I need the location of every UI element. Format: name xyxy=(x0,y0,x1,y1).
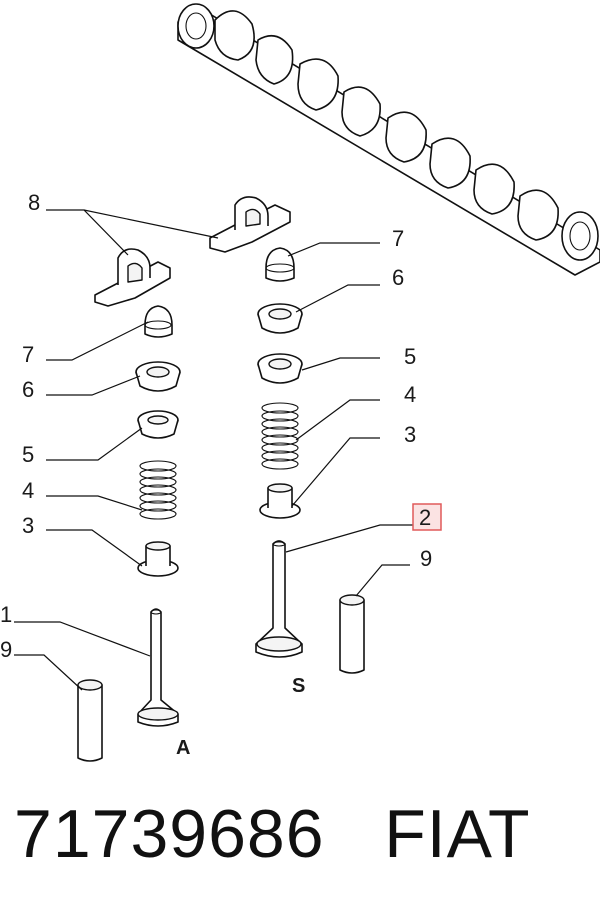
leader-lines xyxy=(14,209,418,691)
valve-seal-right xyxy=(259,483,301,519)
callout-5: 5 xyxy=(22,442,34,467)
valve-collet-right xyxy=(257,353,303,384)
callout-7: 7 xyxy=(22,342,34,367)
valve-guide-right xyxy=(339,594,365,674)
valve-guide-left xyxy=(77,679,103,762)
callout-5: 5 xyxy=(404,344,416,369)
callout-6: 6 xyxy=(392,265,404,290)
valve-left xyxy=(137,608,179,727)
callout-7: 7 xyxy=(392,226,404,251)
valve-spring-right xyxy=(261,402,299,470)
callout-4: 4 xyxy=(404,382,416,407)
rocker-right xyxy=(209,196,291,253)
tappet-cap-left xyxy=(144,305,173,338)
callout-9: 9 xyxy=(0,637,12,662)
valve-collet-left xyxy=(137,410,179,439)
upper-spring-cap-left xyxy=(135,361,181,392)
valve-right xyxy=(255,540,303,658)
highlight-box xyxy=(412,503,442,531)
callout-9: 9 xyxy=(420,546,432,571)
callout-8: 8 xyxy=(28,190,40,215)
callout-3: 3 xyxy=(22,513,34,538)
tappet-cap-right xyxy=(265,247,295,282)
brand-name: FIAT xyxy=(384,796,531,872)
callout-labels: 8 7 7 6 6 5 5 4 4 3 3 2 1 9 9 xyxy=(0,190,432,662)
callout-4: 4 xyxy=(22,478,34,503)
upper-spring-cap-right xyxy=(257,303,303,334)
callout-2: 2 xyxy=(419,505,431,530)
camshaft-illustration xyxy=(177,3,600,276)
valve-seal-left xyxy=(137,541,179,577)
exhaust-valve-label: S xyxy=(292,675,305,697)
callout-6: 6 xyxy=(22,377,34,402)
callout-3: 3 xyxy=(404,422,416,447)
intake-valve-label: A xyxy=(176,737,190,759)
part-number-label: 71739686 FIAT xyxy=(14,800,531,868)
camshaft-lobes xyxy=(177,3,599,261)
part-number: 71739686 xyxy=(14,796,325,872)
callout-1: 1 xyxy=(0,602,12,627)
rocker-left xyxy=(94,248,171,307)
valve-spring-left xyxy=(139,460,177,520)
